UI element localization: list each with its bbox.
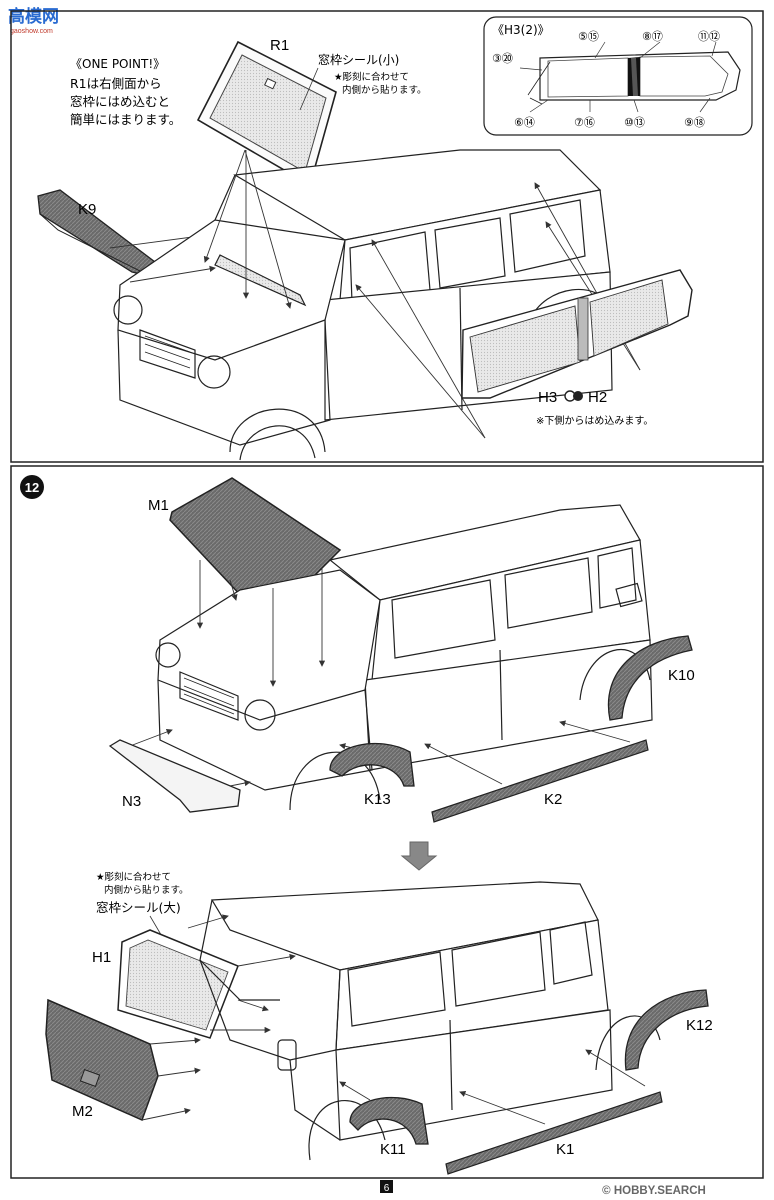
- label-m1: M1: [148, 497, 169, 514]
- seal-large-label: 窓枠シール(大): [96, 900, 181, 915]
- label-h2: H2: [588, 389, 607, 406]
- paired-parts-icon: [564, 390, 583, 402]
- label-h1: H1: [92, 949, 111, 966]
- svg-text:⑧⑰: ⑧⑰: [642, 30, 663, 43]
- bottom-panel-frame: [10, 465, 764, 1179]
- page-number: 6: [380, 1180, 393, 1194]
- svg-text:6: 6: [384, 1183, 390, 1194]
- down-arrow-icon: [400, 841, 438, 871]
- svg-text:⑥⑭: ⑥⑭: [514, 116, 535, 129]
- arrows-bottom: [141, 914, 646, 1125]
- leader-seal-small: [299, 67, 319, 111]
- label-k13: K13: [364, 791, 391, 808]
- label-n3: N3: [122, 793, 141, 810]
- part-k9-cowl: [37, 189, 156, 277]
- svg-text:12: 12: [25, 480, 39, 495]
- label-k9: K9: [78, 201, 96, 218]
- seal-note-top-1: ★彫刻に合わせて: [334, 71, 409, 83]
- one-point-note: 《ONE POINT!》 R1は右側面から 窓枠にはめ込むと 簡単にはまります。: [70, 57, 181, 127]
- part-k2-skirt: [431, 739, 649, 823]
- seal-note-bottom-2: 内側から貼ります。: [104, 884, 189, 896]
- part-n3-bumper: [108, 739, 241, 813]
- svg-text:簡単にはまります。: 簡単にはまります。: [70, 112, 181, 127]
- svg-text:③⑳: ③⑳: [492, 52, 513, 65]
- label-k10: K10: [668, 667, 695, 684]
- svg-text:⑨⑱: ⑨⑱: [684, 116, 705, 129]
- seal-note-bottom-1: ★彫刻に合わせて: [96, 871, 171, 883]
- svg-text:高模网: 高模网: [8, 6, 59, 27]
- label-k1: K1: [556, 1141, 574, 1158]
- h3-inset-diagram: 《H3(2)》 ⑤⑮ ⑧⑰ ⑪⑫ ③⑳ ⑥⑭ ⑦⑯ ⑩⑬ ⑨⑱: [483, 16, 753, 136]
- label-k2: K2: [544, 791, 562, 808]
- part-k12-fender: [624, 989, 709, 1071]
- svg-text:⑦⑯: ⑦⑯: [574, 116, 595, 129]
- part-k13-fender: [329, 742, 415, 787]
- step-badge: 12: [20, 475, 44, 499]
- part-r1-windshield: [196, 40, 337, 187]
- part-k10-fender: [607, 635, 693, 721]
- svg-text:《ONE POINT!》: 《ONE POINT!》: [70, 57, 165, 71]
- svg-text:R1は右側面から: R1は右側面から: [70, 76, 162, 91]
- part-k11-fender: [349, 1096, 429, 1145]
- arrows-middle: [129, 560, 631, 791]
- label-m2: M2: [72, 1103, 93, 1120]
- top-panel-frame: [10, 10, 764, 463]
- part-h3-h2-windows: [461, 269, 693, 399]
- inset-title: 《H3(2)》: [492, 23, 550, 37]
- seal-small-label: 窓枠シール(小): [318, 52, 399, 67]
- label-k12: K12: [686, 1017, 713, 1034]
- svg-text:⑤⑮: ⑤⑮: [578, 30, 599, 43]
- label-k11: K11: [380, 1141, 406, 1158]
- part-h1-rear-glass: [117, 929, 239, 1039]
- seal-note-top-2: 内側から貼ります。: [342, 84, 427, 96]
- label-h3: H3: [538, 389, 557, 406]
- label-r1: R1: [270, 37, 289, 54]
- underside-note: ※下側からはめ込みます。: [536, 414, 653, 427]
- footer-watermark: © HOBBY.SEARCH: [602, 1185, 706, 1197]
- svg-text:窓枠にはめ込むと: 窓枠にはめ込むと: [70, 94, 170, 109]
- car-body-top: [113, 149, 613, 461]
- part-m2-tailgate: [45, 998, 159, 1122]
- svg-text:gaoshow.com: gaoshow.com: [10, 28, 53, 35]
- svg-text:⑪⑫: ⑪⑫: [698, 30, 720, 43]
- car-body-middle: [155, 504, 653, 811]
- part-k1-skirt: [445, 1091, 663, 1175]
- svg-text:⑩⑬: ⑩⑬: [624, 116, 645, 129]
